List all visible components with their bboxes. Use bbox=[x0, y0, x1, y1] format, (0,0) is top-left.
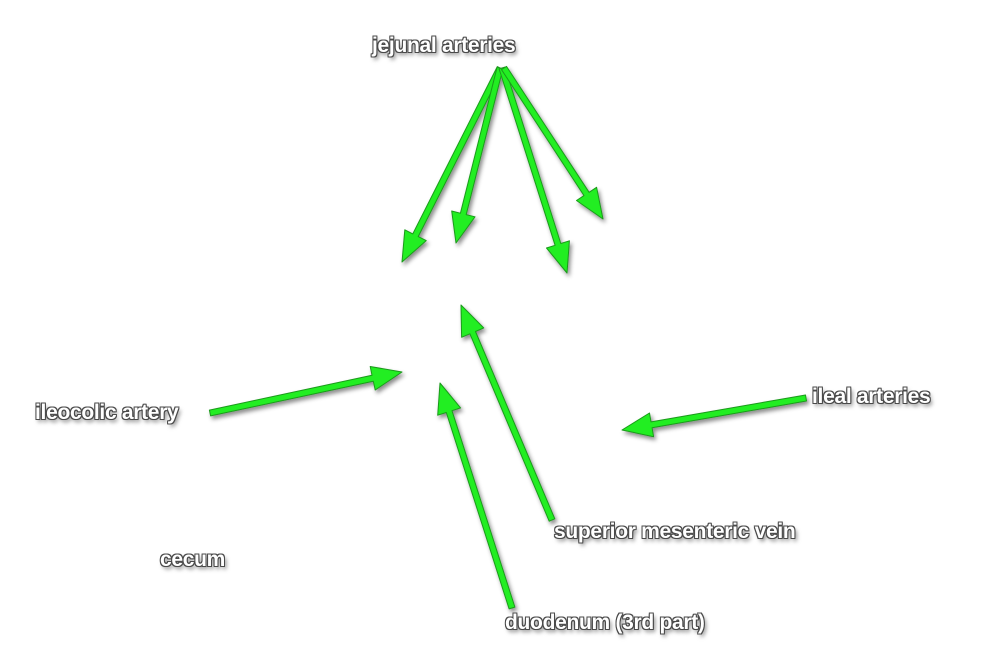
ileocolic-artery-label: ileocolic artery bbox=[35, 401, 179, 424]
jejunal-arrow-4 bbox=[501, 65, 604, 220]
superior-mesenteric-vein-label: superior mesenteric vein bbox=[554, 520, 796, 543]
jejunal-arrow-3 bbox=[498, 66, 570, 274]
ileal-arteries-label: ileal arteries bbox=[812, 385, 931, 408]
ileocolic-arrow bbox=[208, 366, 403, 417]
jejunal-arteries-label: jejunal arteries bbox=[372, 34, 516, 57]
ileal-arrow bbox=[621, 394, 807, 438]
cecum-label: cecum bbox=[160, 548, 226, 571]
smv-arrow bbox=[460, 304, 556, 522]
duodenum-arrow bbox=[437, 382, 516, 610]
jejunal-arrow-2 bbox=[451, 66, 504, 244]
duodenum-label: duodenum (3rd part) bbox=[505, 611, 705, 634]
jejunal-arrow-1 bbox=[401, 66, 504, 263]
